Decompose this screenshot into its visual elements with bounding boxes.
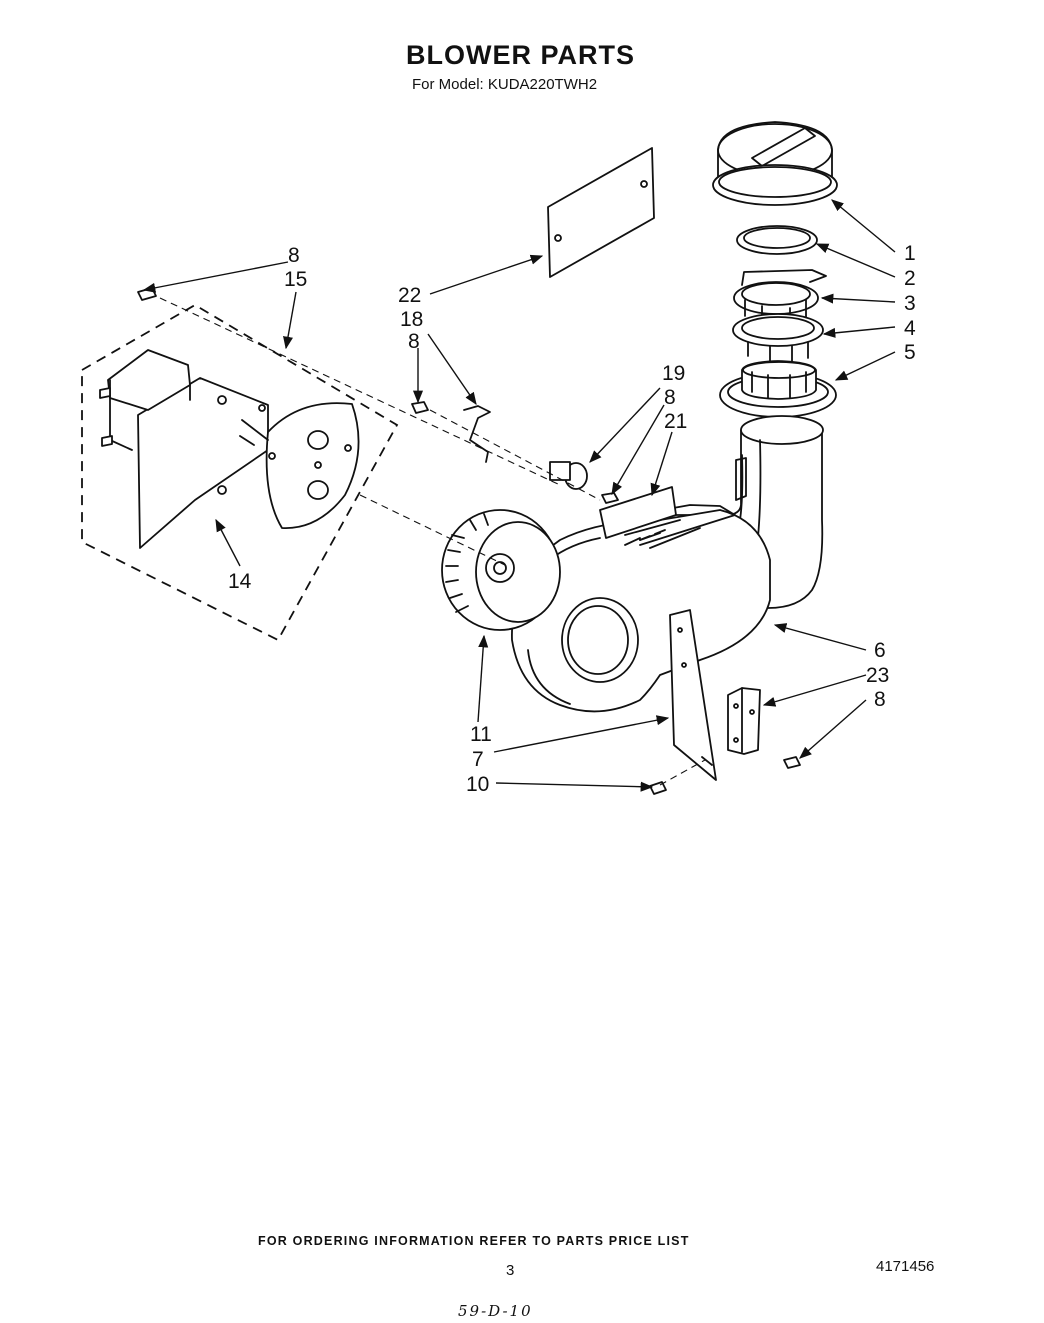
part-flange-adapter — [719, 360, 837, 418]
callout-18: 18 — [400, 308, 423, 331]
callout-23: 23 — [866, 664, 889, 687]
callout-labels: 1 2 3 4 5 6 23 8 8 15 22 18 8 19 8 21 14… — [228, 242, 916, 796]
callout-21: 21 — [664, 410, 687, 433]
callout-11: 11 — [470, 723, 492, 746]
part-terminal-block — [599, 486, 677, 546]
part-capacitor — [549, 461, 588, 490]
callout-7: 7 — [472, 748, 484, 771]
part-cover-plate — [547, 147, 655, 278]
part-gasket-ring — [736, 225, 818, 255]
part-clip — [463, 405, 491, 463]
callout-8-mid: 8 — [408, 330, 420, 353]
callout-3: 3 — [904, 292, 916, 315]
part-cap — [712, 121, 838, 206]
part-motor-assembly — [81, 303, 399, 642]
callout-2: 2 — [904, 267, 916, 290]
ordering-note: FOR ORDERING INFORMATION REFER TO PARTS … — [258, 1234, 690, 1248]
leader-lines — [142, 199, 896, 792]
callout-8-center: 8 — [664, 386, 676, 409]
part-locking-ring — [732, 313, 824, 363]
page-title: BLOWER PARTS — [406, 40, 635, 70]
callout-4: 4 — [904, 317, 916, 340]
callout-14: 14 — [228, 570, 252, 593]
callout-22: 22 — [398, 284, 421, 307]
part-blower-wheel — [441, 509, 561, 631]
model-subtitle: For Model: KUDA220TWH2 — [412, 76, 598, 93]
handwritten-note: 59-D-10 — [458, 1302, 533, 1320]
page-number: 3 — [506, 1262, 515, 1279]
callout-15: 15 — [284, 268, 307, 291]
callout-19: 19 — [662, 362, 685, 385]
callout-6: 6 — [874, 639, 886, 662]
part-blower-housing — [511, 504, 771, 713]
callout-8-top-left: 8 — [288, 244, 300, 267]
callout-1: 1 — [904, 242, 916, 265]
callout-10: 10 — [466, 773, 489, 796]
part-bayonet-ring — [733, 269, 827, 325]
alignment-lines — [159, 297, 706, 786]
callout-8-right: 8 — [874, 688, 886, 711]
part-angle-bracket — [727, 687, 761, 755]
part-bracket — [669, 609, 717, 781]
callout-5: 5 — [904, 341, 916, 364]
document-number: 4171456 — [876, 1258, 935, 1275]
